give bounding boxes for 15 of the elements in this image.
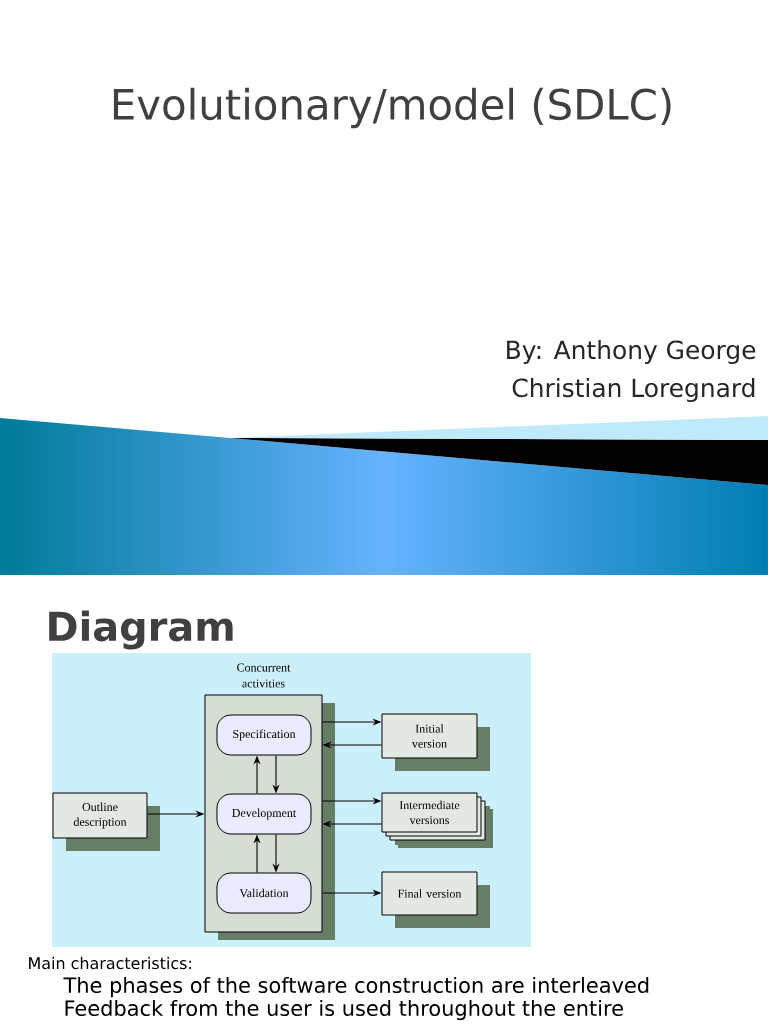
document-box: Initial version: [381, 713, 490, 771]
document-box: Final version: [381, 871, 490, 928]
activity-pill: Specification: [216, 714, 312, 756]
activity-pill: Development: [216, 793, 312, 835]
author-name: By: Anthony George: [507, 339, 756, 365]
bullet-text: Feedback from the user is used throughout the entire: [65, 999, 623, 1021]
node-label: Concurrent activities: [237, 663, 291, 688]
caption-text: Main characteristics:: [29, 956, 191, 970]
document-box: Outline description: [52, 792, 160, 851]
bullet-text: The phases of the software construction are interleaved: [63, 976, 649, 998]
section-heading: Diagram: [49, 610, 233, 650]
document-box: Intermediate versions: [381, 792, 493, 848]
author-name: Christian Loregnard: [512, 377, 755, 403]
slide-title: Evolutionary/model (SDLC): [113, 87, 671, 129]
activity-pill: Validation: [216, 872, 312, 914]
